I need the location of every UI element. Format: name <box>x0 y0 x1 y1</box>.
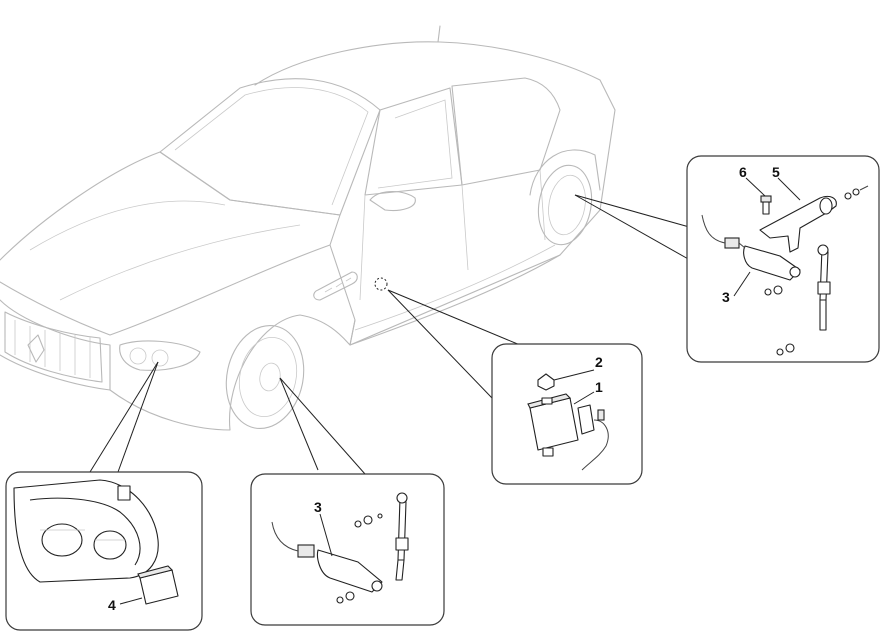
front-sensor-panel: 3 <box>250 473 445 626</box>
car-illustration <box>0 25 616 431</box>
sensor-location-marker <box>374 277 388 291</box>
callout-3-front: 3 <box>314 499 322 515</box>
callout-5-rear: 5 <box>772 164 780 180</box>
callout-2-unit: 2 <box>595 354 603 370</box>
callout-4-headlight: 4 <box>108 597 116 613</box>
callout-1-unit: 1 <box>595 379 603 395</box>
headlight-panel: 4 <box>5 471 203 631</box>
callout-6-rear: 6 <box>739 164 747 180</box>
leader-lines <box>89 194 701 475</box>
control-unit-panel: 2 1 <box>491 343 643 485</box>
rear-sensor-panel: 6 5 3 <box>686 155 880 363</box>
callout-3-rear: 3 <box>722 289 730 305</box>
